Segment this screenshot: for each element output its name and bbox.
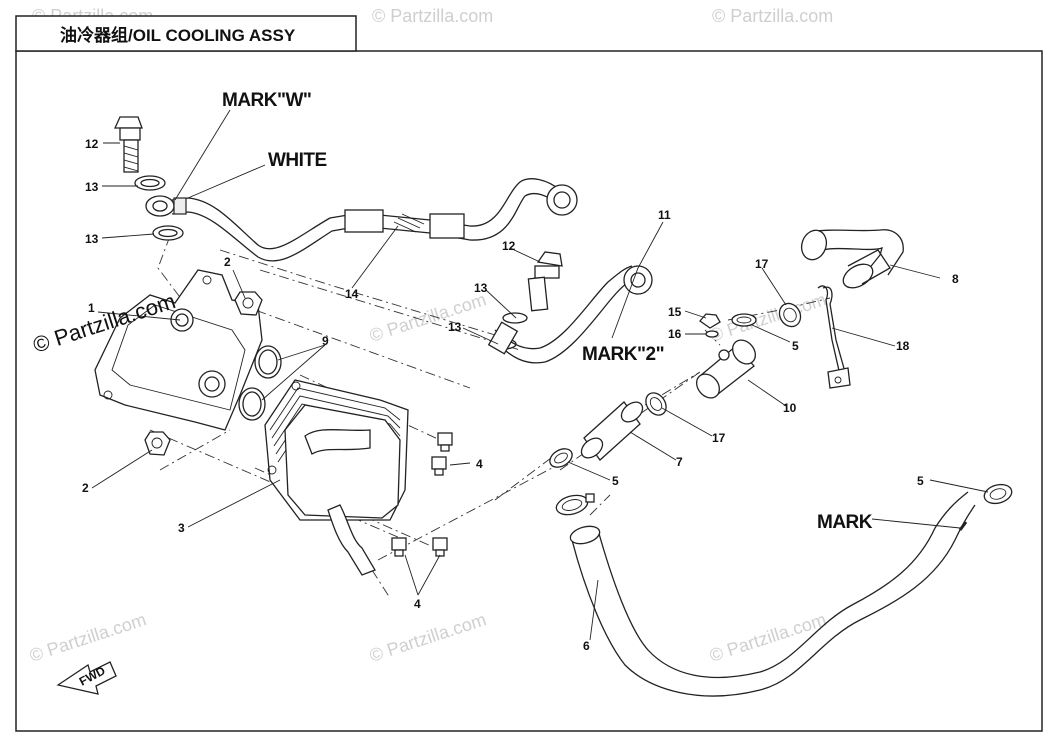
oil-cooler — [264, 379, 409, 576]
callout-5: 5 — [612, 474, 619, 488]
hose-clamp — [731, 313, 757, 327]
callout-11: 11 — [658, 208, 671, 222]
callout-1: 1 — [88, 301, 95, 315]
watermark: © Partzilla.com — [707, 289, 829, 346]
callout-3: 3 — [178, 521, 185, 535]
cooler-bolt — [431, 456, 447, 476]
callout-13: 13 — [474, 281, 488, 295]
callout-9: 9 — [322, 334, 329, 348]
callout-15: 15 — [668, 305, 682, 319]
hose-clamp-17 — [778, 302, 802, 328]
hose-clamp — [549, 448, 573, 468]
hose-fitting — [696, 339, 756, 399]
callout-13: 13 — [85, 232, 99, 246]
callout-6: 6 — [583, 639, 590, 653]
diagram-title: 油冷器组/OIL COOLING ASSY — [60, 25, 296, 45]
callout-8: 8 — [952, 272, 959, 286]
flange-bolt-upper — [234, 291, 263, 316]
callout-18: 18 — [896, 339, 910, 353]
notes: MARK"W" WHITE MARK"2" MARK — [222, 90, 873, 533]
diagram-border — [15, 50, 1043, 732]
callout-13: 13 — [85, 180, 99, 194]
radiator-hose-long — [569, 491, 976, 697]
watermark: © Partzilla.com — [712, 6, 833, 26]
note-mark-2: MARK"2" — [582, 344, 664, 365]
cooler-bolt — [391, 537, 407, 557]
callout-17: 17 — [755, 257, 769, 271]
cooler-bolt — [437, 432, 453, 452]
leader-lines — [91, 109, 989, 641]
callouts: 12 13 13 2 1 9 14 12 13 13 11 17 15 16 5… — [82, 137, 959, 653]
callout-16: 16 — [668, 327, 682, 341]
small-washer — [705, 330, 719, 338]
flange-bolt-lower — [144, 431, 171, 456]
note-mark-w: MARK"W" — [222, 90, 311, 111]
cooler-mounting-plate — [94, 269, 263, 431]
sealing-washer — [502, 312, 528, 324]
callout-4: 4 — [476, 457, 483, 471]
note-white: WHITE — [268, 150, 327, 171]
short-hose — [580, 401, 644, 461]
watermark: © Partzilla.com — [372, 6, 493, 26]
callout-17: 17 — [712, 431, 726, 445]
banjo-bolt-lower — [527, 251, 563, 312]
hose-bracket — [817, 285, 851, 389]
callout-12: 12 — [502, 239, 516, 253]
cooler-bolt — [432, 537, 448, 557]
hose-clamp — [555, 493, 595, 516]
banjo-bolt-upper — [113, 116, 143, 173]
callout-2: 2 — [82, 481, 89, 495]
oil-pipe-upper — [145, 178, 578, 262]
callout-14: 14 — [345, 287, 359, 301]
callout-5: 5 — [792, 339, 799, 353]
callout-4: 4 — [414, 597, 421, 611]
forward-arrow: FWD — [56, 661, 117, 695]
watermark: © Partzilla.com — [27, 609, 149, 666]
hose-clamp — [983, 483, 1013, 505]
title-box — [15, 15, 357, 52]
callout-7: 7 — [676, 455, 683, 469]
callout-5: 5 — [917, 474, 924, 488]
callout-10: 10 — [783, 401, 797, 415]
note-mark: MARK — [817, 512, 873, 533]
coolant-hose-8 — [800, 229, 904, 289]
callout-2: 2 — [224, 255, 231, 269]
callout-12: 12 — [85, 137, 99, 151]
hose-clamp-17 — [645, 392, 667, 416]
watermark: © Partzilla.com — [367, 609, 489, 666]
watermark: © Partzilla.com — [367, 289, 489, 346]
callout-13: 13 — [448, 320, 462, 334]
